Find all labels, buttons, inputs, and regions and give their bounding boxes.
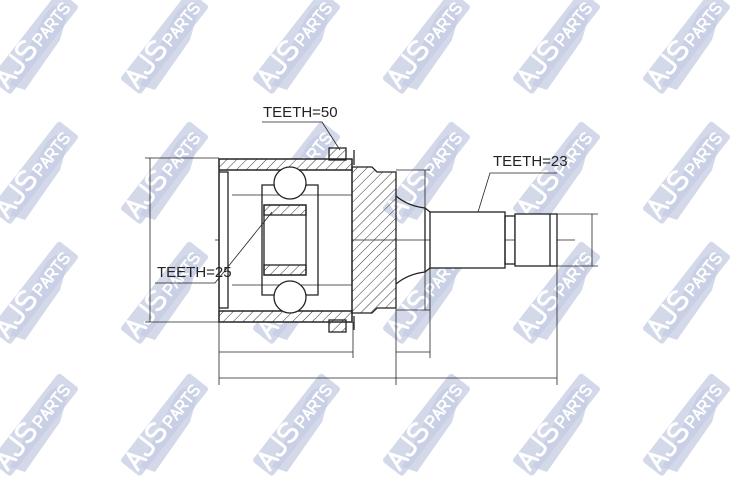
ajs-parts-watermark [0,0,79,94]
label-teeth-23: TEETH=23 [493,153,568,170]
ajs-parts-watermark [382,121,471,224]
ajs-parts-watermark [382,373,471,476]
shaft-spline [429,211,506,269]
ajs-parts-watermark [252,373,341,476]
ajs-parts-watermark [120,0,209,94]
housing-end-wall [351,166,397,314]
ajs-parts-watermark [642,121,731,224]
boot-flange [218,171,229,309]
leader-teeth-23 [477,172,557,213]
ajs-parts-watermark [642,0,731,94]
label-teeth-50: TEETH=50 [263,104,338,121]
dimension-lines [145,157,598,385]
label-teeth-25: TEETH=25 [157,264,232,281]
shaft-end [514,213,558,267]
ajs-parts-watermark [642,241,731,344]
ajs-parts-watermark [252,0,341,94]
cv-joint [145,121,598,385]
leader-teeth-25 [155,211,273,284]
retaining-ring-top [328,147,347,161]
leader-teeth-50 [262,121,341,151]
ajs-parts-watermark [642,373,731,476]
inner-race [263,204,307,276]
ajs-parts-watermark [512,0,601,94]
ajs-parts-watermark [120,241,209,344]
ball-bottom [273,280,307,314]
ball-top [273,166,307,200]
retaining-ring-bottom [328,319,347,333]
ajs-parts-watermark [382,0,471,94]
ajs-parts-watermark [512,373,601,476]
ajs-parts-watermark [0,121,79,224]
ajs-parts-watermark [120,373,209,476]
ajs-parts-watermark [512,241,601,344]
ajs-parts-watermark [0,373,79,476]
ajs-parts-watermark [0,241,79,344]
ajs-parts-watermark [120,121,209,224]
